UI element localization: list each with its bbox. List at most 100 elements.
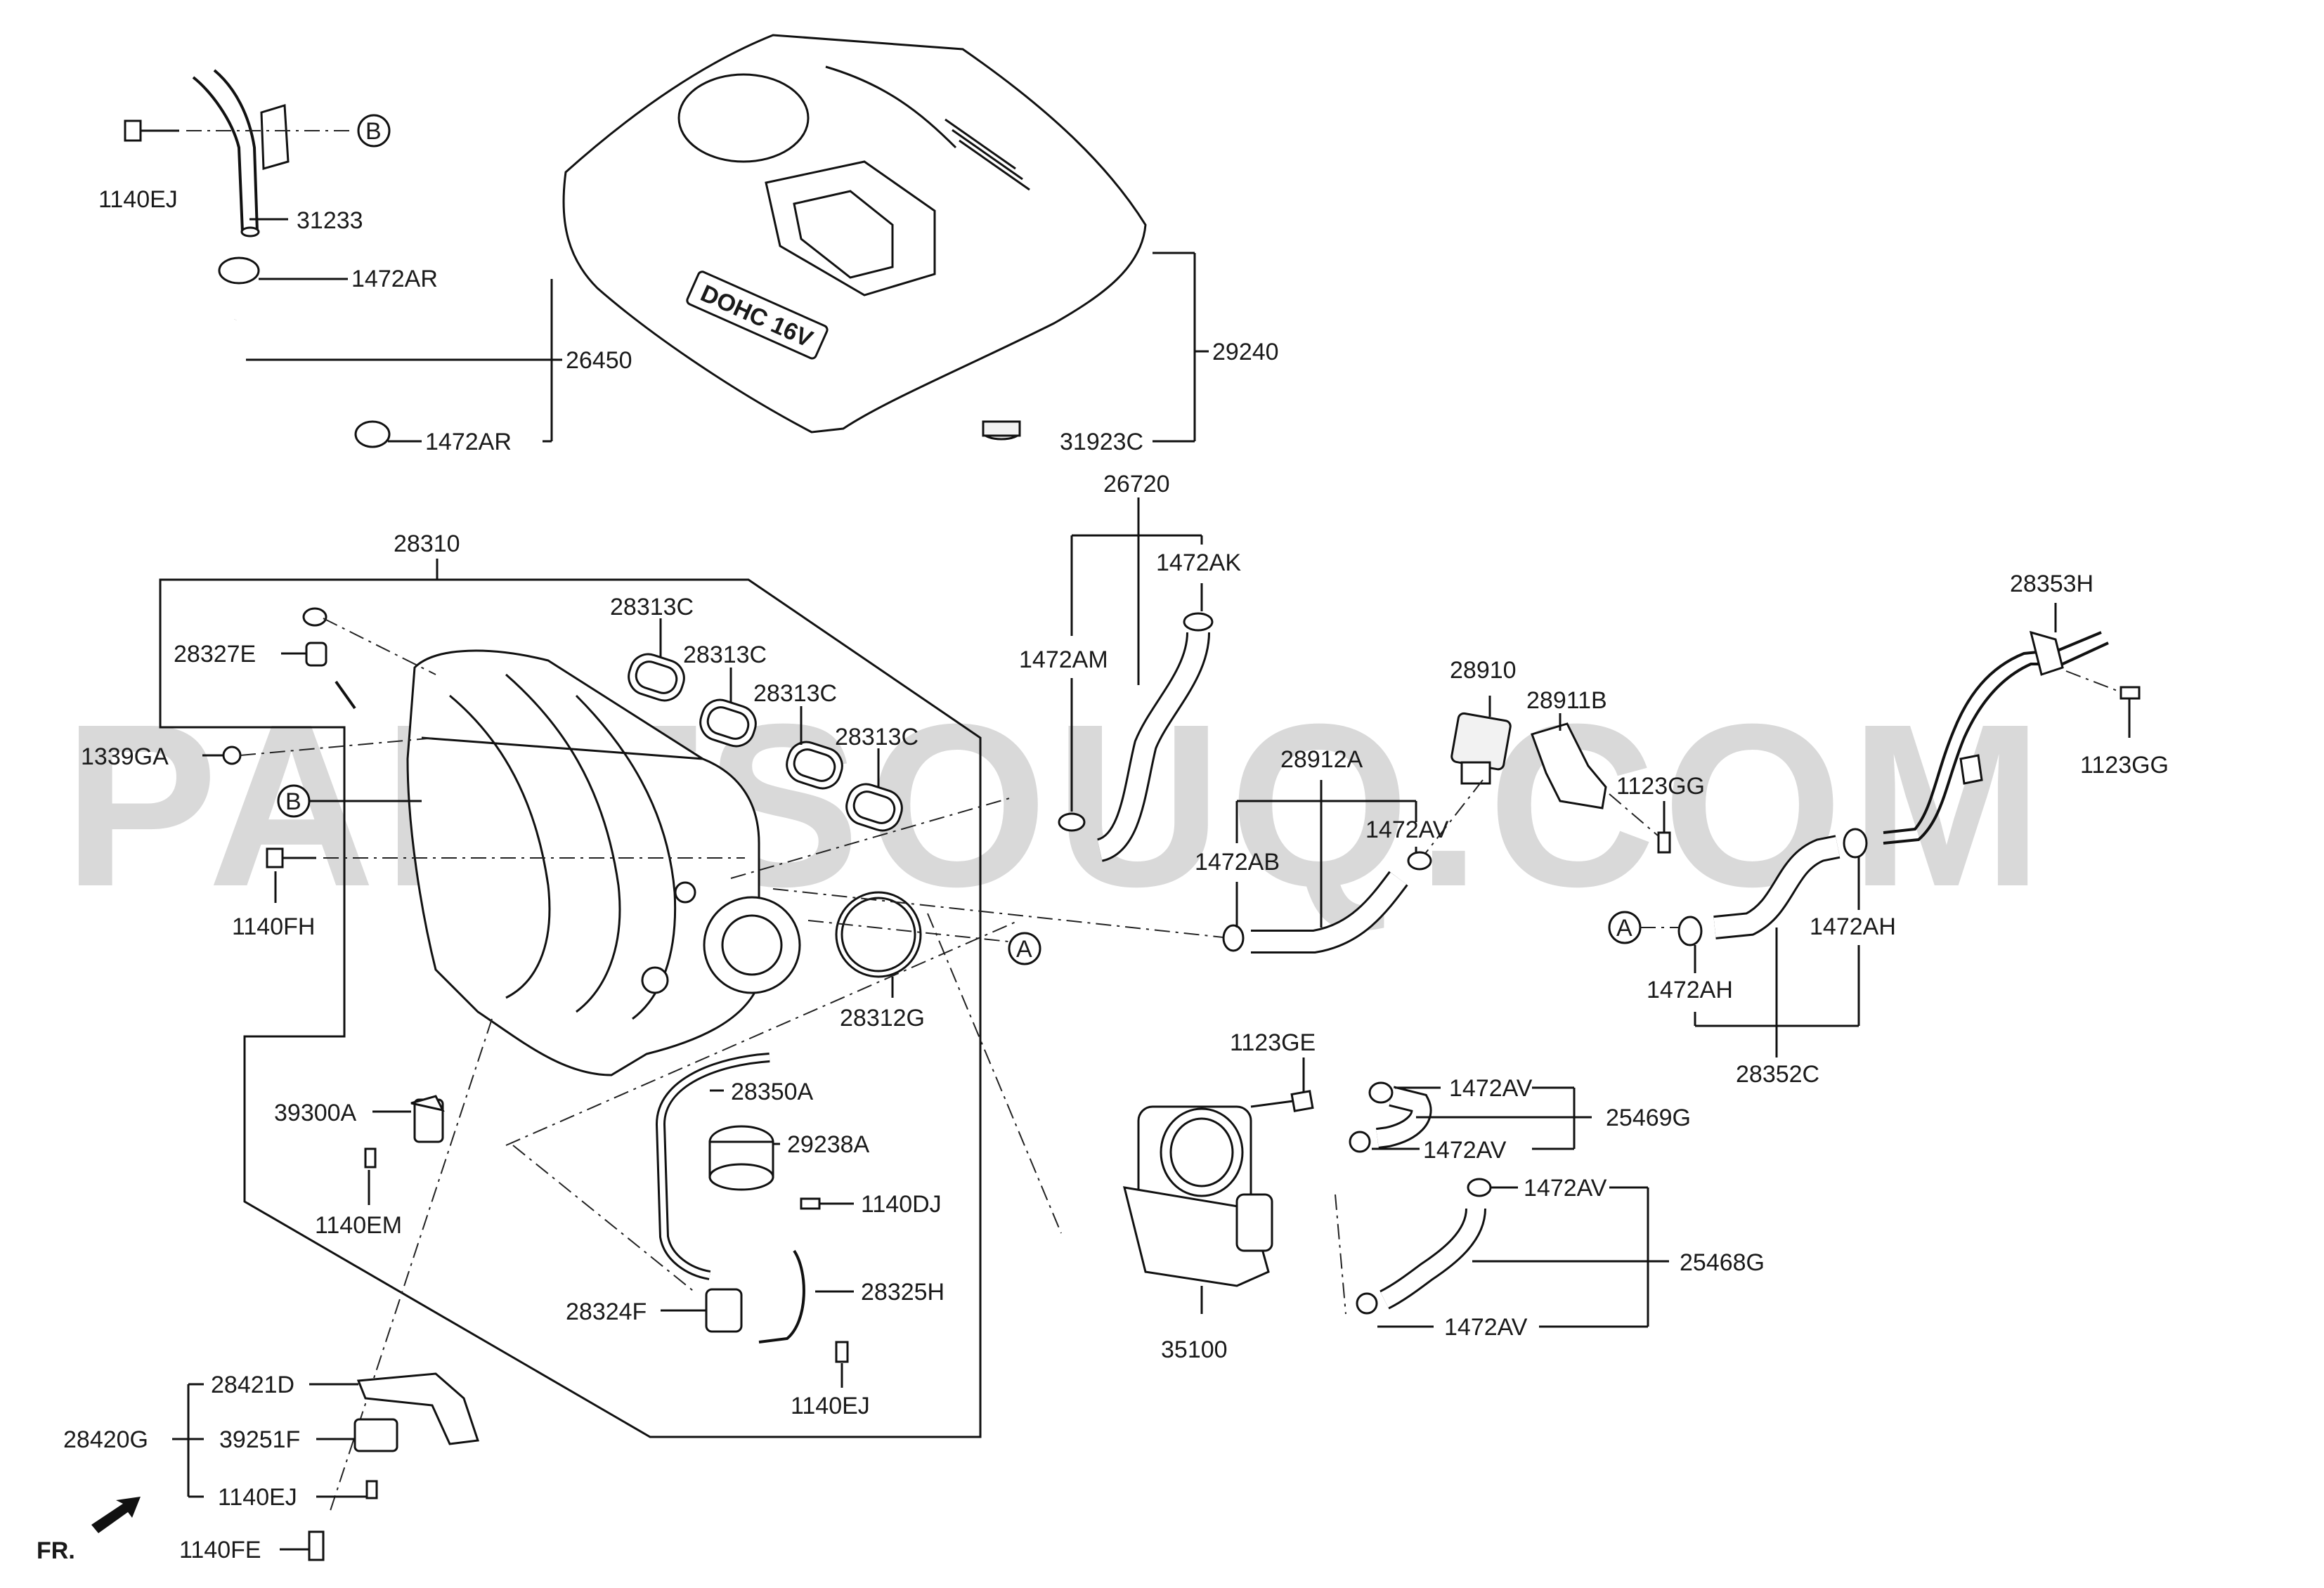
part-label-29240: 29240	[1212, 339, 1279, 365]
bracket-28421D[interactable]	[356, 1372, 480, 1445]
dash-to-1472AM	[730, 797, 1013, 879]
part-label-28327E: 28327E	[174, 641, 256, 668]
actuator-29238A[interactable]	[708, 1125, 774, 1191]
hose-clamp-1472AM[interactable]	[1058, 812, 1086, 832]
bolt-1123GG-1[interactable]	[1657, 831, 1671, 854]
dash-28910	[1419, 779, 1484, 861]
engine-cover-29240[interactable]: DOHC 16V	[562, 34, 1147, 434]
part-label-31233: 31233	[297, 207, 363, 234]
plug-1339GA[interactable]	[222, 746, 242, 765]
dash-1339GA	[240, 737, 436, 756]
part-label-28911B: 28911B	[1526, 687, 1607, 714]
part-label-28420G: 28420G	[63, 1426, 148, 1453]
hose-25469G[interactable]	[1376, 1086, 1432, 1149]
part-label-1140FH: 1140FH	[232, 913, 315, 940]
dash-1123GG-2	[2065, 670, 2122, 693]
part-label-1140FE: 1140FE	[179, 1537, 261, 1563]
hose-25468G[interactable]	[1380, 1207, 1486, 1310]
gasket-28313C-1[interactable]	[624, 649, 689, 705]
dash-to-28912A	[772, 888, 1231, 939]
part-label-28313C-1: 28313C	[610, 594, 694, 620]
hose-28325H[interactable]	[758, 1249, 805, 1343]
hose-clamp-1472AV-a[interactable]	[1368, 1081, 1394, 1104]
hose-clamp-1472AK[interactable]	[1183, 612, 1214, 632]
gasket-28312G[interactable]	[835, 891, 922, 978]
bracket-28911B[interactable]	[1531, 722, 1607, 809]
hose-28352C[interactable]	[1713, 835, 1841, 939]
hose-clamp-1472AR-2[interactable]	[354, 420, 391, 448]
dash-to-35100	[927, 913, 1062, 1234]
part-label-1123GG-2: 1123GG	[2080, 752, 2169, 779]
bolt-1123GE[interactable]	[1250, 1090, 1314, 1112]
part-label-28353H: 28353H	[2010, 571, 2093, 597]
part-label-28352C: 28352C	[1736, 1061, 1819, 1088]
part-label-1472AH-2: 1472AH	[1810, 913, 1896, 940]
hose-clamp-1472AH-1[interactable]	[1677, 916, 1703, 946]
dash-center	[330, 1018, 493, 1511]
dash-1123GG-1	[1609, 793, 1659, 837]
leaders-25468G	[1377, 1186, 1669, 1328]
hose-clamp-1472AR-1[interactable]	[218, 256, 260, 285]
gasket-28313C-2[interactable]	[696, 695, 760, 750]
sensor-39300A[interactable]	[410, 1095, 445, 1143]
svg-text:A: A	[1616, 915, 1632, 942]
part-label-1123GE: 1123GE	[1230, 1029, 1316, 1056]
hose-26450[interactable]	[191, 318, 361, 469]
part-label-28910: 28910	[1450, 657, 1517, 684]
bolt-1140EM[interactable]	[364, 1147, 377, 1169]
hose-28350A[interactable]	[655, 1053, 770, 1280]
pipe-28353H[interactable]	[1883, 630, 2109, 845]
part-label-1472AV-top: 1472AV	[1365, 816, 1449, 843]
bolt-1140EJ-mid[interactable]	[835, 1341, 849, 1363]
part-label-1472AM: 1472AM	[1019, 646, 1108, 673]
gasket-28313C-4[interactable]	[842, 779, 907, 835]
part-label-1472AV-b: 1472AV	[1423, 1137, 1507, 1164]
hose-clamp-1472AV-top[interactable]	[1407, 851, 1432, 871]
breather-pipe-31233[interactable]	[192, 69, 290, 237]
fitting-28327E[interactable]	[302, 607, 356, 710]
bolt-1140EJ-top[interactable]	[124, 119, 179, 142]
dash-25468G	[1335, 1194, 1346, 1315]
part-label-1472AR-2: 1472AR	[425, 429, 512, 455]
leaders-28912A	[1235, 780, 1417, 928]
bolt-1123GG-2[interactable]	[2119, 686, 2141, 700]
valve-28910[interactable]	[1450, 712, 1512, 785]
part-label-1140EJ-top: 1140EJ	[98, 186, 178, 213]
part-label-1472AV-c: 1472AV	[1524, 1175, 1607, 1202]
hose-clamp-1472AH-2[interactable]	[1843, 828, 1868, 859]
part-label-28324F: 28324F	[566, 1299, 647, 1325]
part-label-28310: 28310	[394, 531, 460, 557]
part-label-1472AR-1: 1472AR	[351, 266, 438, 292]
bolt-1140DJ[interactable]	[800, 1197, 821, 1210]
sensor-39251F[interactable]	[353, 1418, 398, 1452]
part-label-1472AH-1: 1472AH	[1647, 977, 1733, 1003]
grommet-31923C[interactable]	[982, 420, 1021, 441]
part-label-28912A: 28912A	[1280, 746, 1363, 773]
part-label-28312G: 28312G	[840, 1005, 925, 1031]
hose-clamp-1472AV-d[interactable]	[1356, 1292, 1378, 1315]
part-label-1140EJ-low: 1140EJ	[218, 1484, 297, 1511]
bolt-1140FE[interactable]	[308, 1530, 325, 1561]
bolt-1140EJ-low[interactable]	[365, 1480, 378, 1499]
hose-28912A[interactable]	[1251, 871, 1408, 954]
hose-clamp-1472AV-b[interactable]	[1349, 1131, 1371, 1153]
part-label-1472AB: 1472AB	[1195, 849, 1280, 876]
throttle-body-35100[interactable]	[1122, 1105, 1273, 1287]
leaders-28352C	[1694, 857, 1860, 1057]
gasket-28313C-3[interactable]	[782, 737, 847, 793]
valve-28324F[interactable]	[705, 1288, 743, 1333]
hose-clamp-1472AB[interactable]	[1222, 924, 1245, 952]
intake-manifold[interactable]	[406, 649, 801, 1076]
part-label-29238A: 29238A	[787, 1131, 870, 1158]
front-arrow-icon	[91, 1497, 141, 1533]
bolt-1140FH[interactable]	[266, 847, 316, 868]
hose-26720[interactable]	[1096, 632, 1210, 862]
callout-a-mid: A	[1008, 932, 1041, 965]
dash-to-28324F	[512, 1145, 696, 1294]
part-label-28421D: 28421D	[211, 1372, 294, 1398]
part-label-1472AK: 1472AK	[1156, 549, 1241, 576]
hose-clamp-1472AV-c[interactable]	[1467, 1178, 1492, 1197]
part-label-1472AV-a: 1472AV	[1449, 1075, 1533, 1102]
callout-a-right: A	[1608, 911, 1642, 944]
part-label-39251F: 39251F	[219, 1426, 300, 1453]
